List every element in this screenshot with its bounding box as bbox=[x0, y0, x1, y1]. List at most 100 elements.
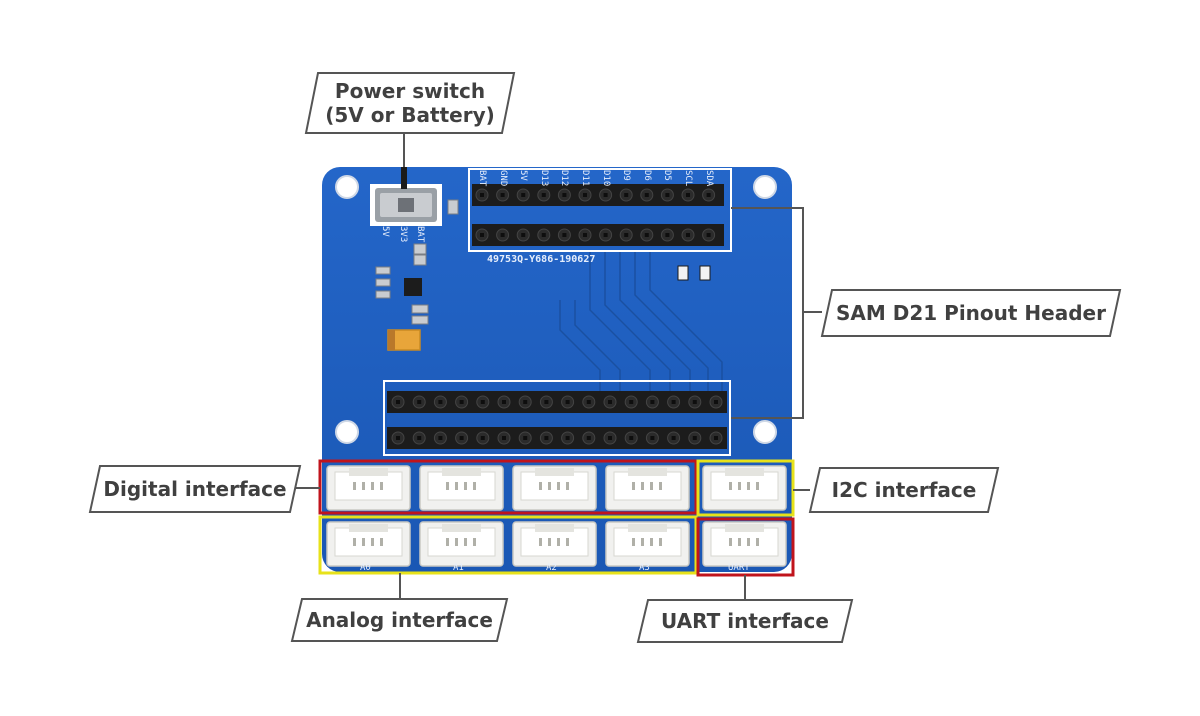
header-pin-label: 5V bbox=[518, 170, 529, 181]
top-header-outline bbox=[468, 168, 732, 252]
header-pin-socket bbox=[544, 436, 549, 440]
header-pin-socket bbox=[586, 400, 591, 404]
board-serial: 49753Q-Y686-190627 bbox=[487, 254, 596, 265]
power-switch-label: Power switch (5V or Battery) bbox=[306, 77, 514, 129]
header-pin-socket bbox=[650, 436, 655, 440]
bottom-header-pins bbox=[391, 395, 723, 445]
header-pin-socket bbox=[665, 233, 670, 237]
grove-port bbox=[512, 521, 597, 567]
header-pin-label: D13 bbox=[538, 170, 549, 187]
port-label: A3 bbox=[639, 563, 650, 573]
grove-port bbox=[419, 465, 504, 511]
switch-label-bat: BAT bbox=[415, 226, 425, 243]
header-pin-socket bbox=[541, 193, 546, 197]
mounting-holes bbox=[335, 175, 777, 444]
header-pin-socket bbox=[686, 233, 690, 237]
port-label: A1 bbox=[453, 563, 464, 573]
header-pin-socket bbox=[438, 436, 443, 440]
header-pin-socket bbox=[521, 233, 526, 237]
port-label: A2 bbox=[546, 563, 557, 573]
header-pin-socket bbox=[671, 436, 676, 440]
header-pin-socket bbox=[523, 436, 528, 440]
header-pin-socket bbox=[603, 193, 608, 197]
header-pin-label: SDA bbox=[703, 170, 714, 187]
top-header-pins bbox=[475, 188, 716, 242]
header-pin-socket bbox=[714, 436, 718, 440]
bottom-header-outline bbox=[383, 380, 731, 456]
header-pin-label: D11 bbox=[580, 170, 590, 187]
header-pin-socket bbox=[644, 193, 649, 197]
header-pin-socket bbox=[396, 436, 400, 440]
power-switch-line2: (5V or Battery) bbox=[325, 103, 495, 127]
header-pin-socket bbox=[502, 436, 506, 440]
header-pin-socket bbox=[644, 233, 649, 237]
top-header-row-2 bbox=[472, 224, 724, 246]
header-pin-label: D10 bbox=[600, 170, 611, 187]
grove-port bbox=[605, 465, 690, 511]
analog-highlight bbox=[318, 515, 698, 575]
grove-port bbox=[512, 465, 597, 511]
header-pin-socket bbox=[541, 233, 546, 237]
header-pin-socket bbox=[500, 193, 505, 197]
leader-lines bbox=[290, 133, 822, 600]
port-label: UART bbox=[728, 563, 750, 573]
power-switch-line1: Power switch bbox=[334, 79, 486, 103]
digital-interface-label: Digital interface bbox=[103, 477, 287, 501]
header-pin-socket bbox=[629, 400, 634, 404]
header-pin-socket bbox=[396, 400, 400, 404]
header-pin-socket bbox=[562, 233, 567, 237]
header-pin-socket bbox=[480, 400, 485, 404]
grove-port bbox=[326, 465, 411, 511]
header-pin-socket bbox=[603, 233, 608, 237]
header-pin-socket bbox=[523, 400, 528, 404]
header-pin-socket bbox=[586, 436, 591, 440]
grove-ports bbox=[326, 465, 787, 567]
header-pin-socket bbox=[521, 193, 526, 197]
grove-port bbox=[702, 465, 787, 511]
smd-components bbox=[375, 199, 459, 325]
header-pin-socket bbox=[480, 193, 484, 197]
header-pin-socket bbox=[624, 233, 629, 237]
header-pin-socket bbox=[714, 400, 718, 404]
header-pin-label: BAT bbox=[477, 170, 487, 187]
grove-port bbox=[326, 521, 411, 567]
header-pin-socket bbox=[562, 193, 567, 197]
sam-header-label: SAM D21 Pinout Header bbox=[836, 301, 1106, 325]
tantalum-band bbox=[388, 330, 395, 350]
header-pin-socket bbox=[565, 436, 570, 440]
header-pin-socket bbox=[706, 233, 711, 237]
header-pin-label: D6 bbox=[641, 170, 652, 181]
switch-label-5v: 5V bbox=[380, 226, 390, 237]
ic-chip bbox=[404, 278, 422, 296]
header-pin-socket bbox=[608, 436, 612, 440]
port-label: A0 bbox=[360, 563, 371, 573]
header-pin-socket bbox=[417, 400, 422, 404]
header-pin-socket bbox=[671, 400, 676, 404]
header-pin-socket bbox=[500, 233, 505, 237]
analog-interface-label: Analog interface bbox=[306, 608, 493, 632]
header-pin-socket bbox=[565, 400, 570, 404]
switch-label-3v3: 3V3 bbox=[398, 226, 408, 243]
header-pin-socket bbox=[480, 436, 485, 440]
header-pin-socket bbox=[686, 193, 690, 197]
header-pin-socket bbox=[650, 400, 655, 404]
header-pin-label: D5 bbox=[662, 170, 673, 181]
header-pin-socket bbox=[583, 233, 587, 237]
header-pin-socket bbox=[417, 436, 422, 440]
header-pin-socket bbox=[459, 436, 464, 440]
uart-interface-label: UART interface bbox=[661, 609, 829, 633]
header-pin-socket bbox=[608, 400, 612, 404]
grove-port bbox=[702, 521, 787, 567]
header-pin-socket bbox=[665, 193, 670, 197]
header-pin-label: D12 bbox=[559, 170, 570, 187]
header-pin-socket bbox=[438, 400, 443, 404]
header-pin-socket bbox=[629, 436, 634, 440]
header-pin-socket bbox=[480, 233, 484, 237]
bottom-header-row-2 bbox=[387, 427, 727, 449]
header-pin-socket bbox=[624, 193, 629, 197]
header-pin-label: GND bbox=[497, 170, 508, 187]
header-pin-socket bbox=[583, 193, 587, 197]
header-pin-label: D9 bbox=[621, 170, 632, 181]
grove-port bbox=[605, 521, 690, 567]
header-pin-socket bbox=[459, 400, 464, 404]
